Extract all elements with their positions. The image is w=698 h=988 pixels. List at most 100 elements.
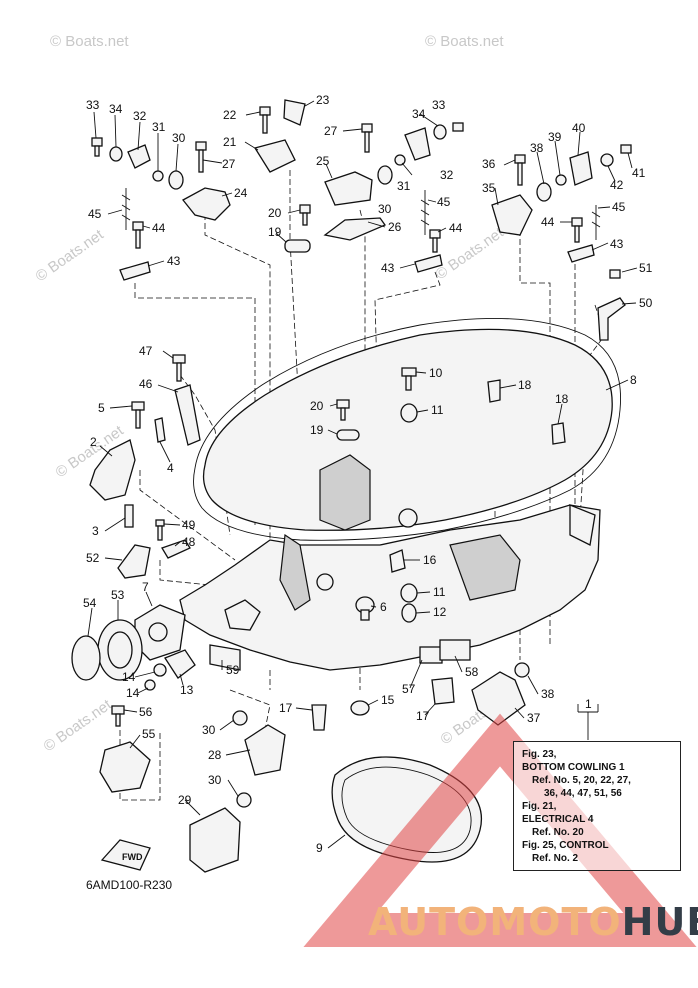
- callout-number: 27: [222, 157, 236, 171]
- grommet-39: [555, 174, 567, 186]
- cover-25: [324, 171, 373, 206]
- callout-number: 20: [310, 399, 324, 413]
- cover-24: [182, 187, 231, 221]
- callout-number: 2: [90, 435, 97, 449]
- grommet-11-top: [400, 403, 418, 423]
- callout-number: 17: [279, 701, 293, 715]
- part-group-left: [71, 354, 241, 691]
- collar-12: [401, 603, 417, 623]
- watermark-text: © Boats.net: [425, 33, 504, 50]
- callout-number: 12: [433, 605, 447, 619]
- clamp-52: [117, 544, 151, 579]
- callout-number: 19: [310, 423, 324, 437]
- bottom-cowling: [179, 318, 621, 671]
- callout-number: 41: [632, 166, 646, 180]
- label-58: [439, 639, 471, 661]
- bolt-44-left: [132, 221, 144, 249]
- bolt-56: [111, 705, 125, 727]
- grommet-31-right: [394, 154, 406, 166]
- callout-number: 59: [226, 663, 240, 677]
- callout-number: 45: [612, 200, 626, 214]
- callout-number: 30: [172, 131, 186, 145]
- callout-number: 35: [482, 181, 496, 195]
- callout-number: 5: [98, 401, 105, 415]
- callout-number: 10: [429, 366, 443, 380]
- callout-number: 14: [122, 670, 136, 684]
- fwd-arrow: [100, 839, 151, 871]
- bush-30-left: [168, 170, 184, 190]
- callout-number: 44: [449, 221, 463, 235]
- callout-number: 14: [126, 686, 140, 700]
- callout-number: 18: [555, 392, 569, 406]
- clamp-54: [71, 635, 101, 681]
- brand-part-1: AUTOMOTO: [368, 900, 622, 944]
- callout-number: 24: [234, 186, 248, 200]
- callout-number: 38: [530, 141, 544, 155]
- holder-21: [253, 139, 296, 173]
- reference-line: Fig. 21,: [522, 801, 557, 812]
- reference-line: BOTTOM COWLING 1: [522, 762, 625, 773]
- callout-number: 45: [437, 195, 451, 209]
- spring-45-left: [121, 188, 131, 230]
- callout-number: 30: [378, 202, 392, 216]
- clip-49: [155, 519, 165, 541]
- bracket-32-left: [127, 144, 151, 169]
- callout-number: 48: [182, 535, 196, 549]
- callout-number: 34: [109, 102, 123, 116]
- callout-number: 58: [465, 665, 479, 679]
- callout-number: 40: [572, 121, 586, 135]
- grommet-15: [350, 700, 370, 716]
- bracket-2: [89, 439, 136, 501]
- watermark-text: © Boats.net: [433, 224, 508, 283]
- callout-labels: 33 34 32 31 30 27 24 22 23 21 27 25 20 1…: [83, 93, 653, 855]
- callout-number: 57: [402, 682, 416, 696]
- reference-line: Ref. No. 20: [532, 827, 584, 838]
- clip-48: [161, 539, 191, 559]
- callout-number: 17: [416, 709, 430, 723]
- callout-number: 13: [180, 683, 194, 697]
- callout-number: 32: [440, 168, 454, 182]
- band-14: [144, 663, 167, 691]
- callout-number: 33: [432, 98, 446, 112]
- callout-number: 38: [541, 687, 555, 701]
- callout-number: 36: [482, 157, 496, 171]
- clip-4: [154, 417, 166, 443]
- bolt-20-top: [299, 204, 311, 226]
- bush-30-right: [377, 165, 393, 185]
- bracket-32-right: [404, 127, 431, 161]
- rubber-17-right: [431, 677, 455, 705]
- callout-number: 44: [152, 221, 166, 235]
- callout-number: 7: [142, 580, 149, 594]
- callout-number: 43: [381, 261, 395, 275]
- tube-13: [164, 649, 196, 679]
- callout-number: 22: [223, 108, 237, 122]
- bolt-44-right: [571, 217, 583, 243]
- watermark-text: © Boats.net: [33, 226, 108, 285]
- callout-number: 25: [316, 154, 330, 168]
- grommet-18-top: [487, 379, 501, 403]
- fwd-label: FWD: [122, 852, 143, 862]
- callout-number: 21: [223, 135, 237, 149]
- brand-logo: AUTOMOTOHUB: [368, 900, 698, 944]
- grommet-11-bottom: [400, 583, 418, 603]
- bracket-50: [597, 297, 626, 341]
- callout-number: 56: [139, 705, 153, 719]
- callout-number: 49: [182, 518, 196, 532]
- callout-number: 47: [139, 344, 153, 358]
- plate-19-mid: [336, 429, 360, 441]
- callout-number: 27: [324, 124, 338, 138]
- callout-number: 45: [88, 207, 102, 221]
- grommet-31-left: [152, 170, 164, 182]
- bolt-22: [259, 106, 271, 134]
- callout-number: 29: [178, 793, 192, 807]
- brand-part-2: HUB: [621, 900, 698, 944]
- bush-30-lower2: [236, 792, 252, 808]
- callout-number: 53: [111, 588, 125, 602]
- callout-number: 43: [167, 254, 181, 268]
- bolt-44-mid: [429, 229, 441, 253]
- watermark-text: © Boats.net: [50, 33, 129, 50]
- callout-number: 37: [527, 711, 541, 725]
- callout-number: 19: [268, 225, 282, 239]
- label-57: [419, 646, 443, 664]
